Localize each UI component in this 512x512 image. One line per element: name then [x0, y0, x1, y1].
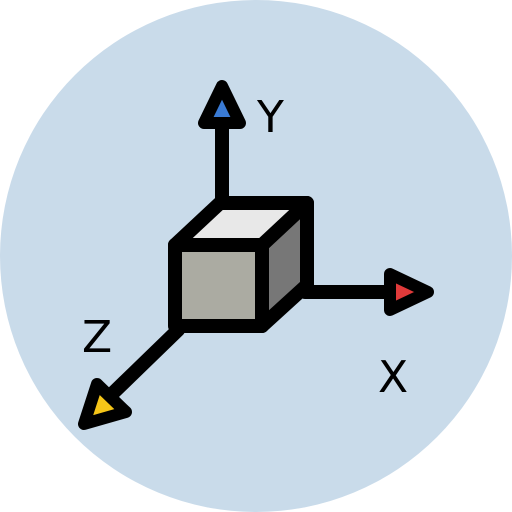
y-axis-label: Y: [256, 92, 284, 143]
z-axis-label: Z: [82, 312, 112, 363]
z-arrowhead-icon: [78, 378, 132, 430]
y-arrowhead-icon: [198, 80, 246, 129]
cube-front-face: [168, 238, 269, 333]
z-axis-line: [105, 323, 185, 401]
x-arrowhead-icon: [384, 268, 434, 316]
x-axis-label: X: [378, 352, 408, 403]
